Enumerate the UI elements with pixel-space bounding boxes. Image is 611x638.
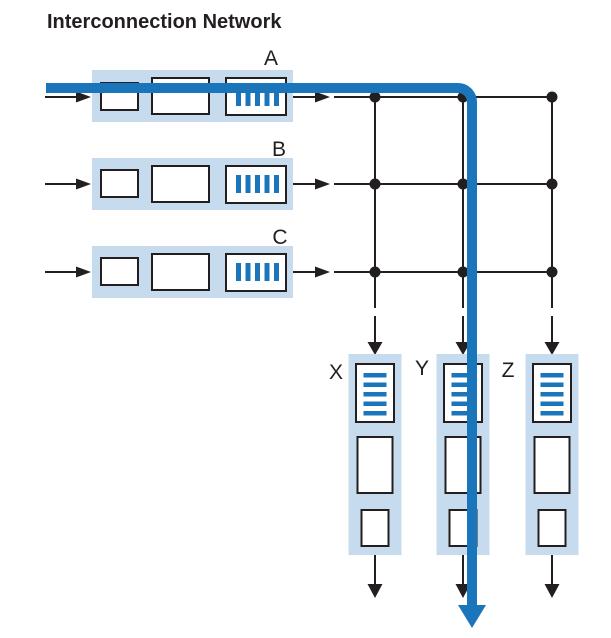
stage-box-small-x <box>360 509 390 547</box>
input-channel-c: C <box>45 226 330 298</box>
output-arrow-c-head-icon <box>315 266 330 278</box>
output-arrow-z-head-icon <box>544 584 560 598</box>
output-arrow-x-head-icon <box>367 584 383 598</box>
label-output-x: X <box>329 361 343 384</box>
queue-bars-z-icon <box>540 373 564 416</box>
crossbar-grid <box>334 91 560 355</box>
queue-bars-y-icon <box>451 373 475 416</box>
grid-to-output-arrows <box>367 316 560 355</box>
label-input-a: A <box>264 47 278 70</box>
stage-box-small-b <box>100 169 139 198</box>
route-path <box>46 83 477 605</box>
route-arrow-head-icon <box>458 605 486 628</box>
diagram-title: Interconnection Network <box>47 11 282 33</box>
input-arrow-b-head-icon <box>76 178 91 190</box>
highlighted-route-a-to-y <box>46 83 486 628</box>
output-arrow-y-head-icon <box>455 584 471 598</box>
stage-box-medium-x <box>356 436 394 494</box>
label-input-c: C <box>272 226 287 249</box>
output-channel-z: Z <box>502 354 579 598</box>
output-arrow-a-head-icon <box>315 91 330 103</box>
output-arrow-b-head-icon <box>315 178 330 190</box>
output-channel-y: Y <box>415 354 490 598</box>
queue-bars-c-icon <box>236 263 279 281</box>
stage-box-medium-z <box>533 436 571 494</box>
queue-bars-b-icon <box>236 175 279 193</box>
label-output-y: Y <box>415 357 429 380</box>
input-arrow-c-head-icon <box>76 266 91 278</box>
input-arrow-a-head-icon <box>76 91 91 103</box>
label-output-z: Z <box>502 359 515 382</box>
output-channel-x: X <box>329 354 402 598</box>
stage-box-medium-b <box>151 165 210 203</box>
stage-box-small-c <box>100 257 139 286</box>
stage-box-medium-c <box>151 253 210 291</box>
queue-bars-a-icon <box>236 93 279 106</box>
queue-bars-x-icon <box>363 373 387 416</box>
stage-box-small-z <box>537 509 567 547</box>
input-channel-b: B <box>45 138 330 210</box>
label-input-b: B <box>272 138 286 161</box>
